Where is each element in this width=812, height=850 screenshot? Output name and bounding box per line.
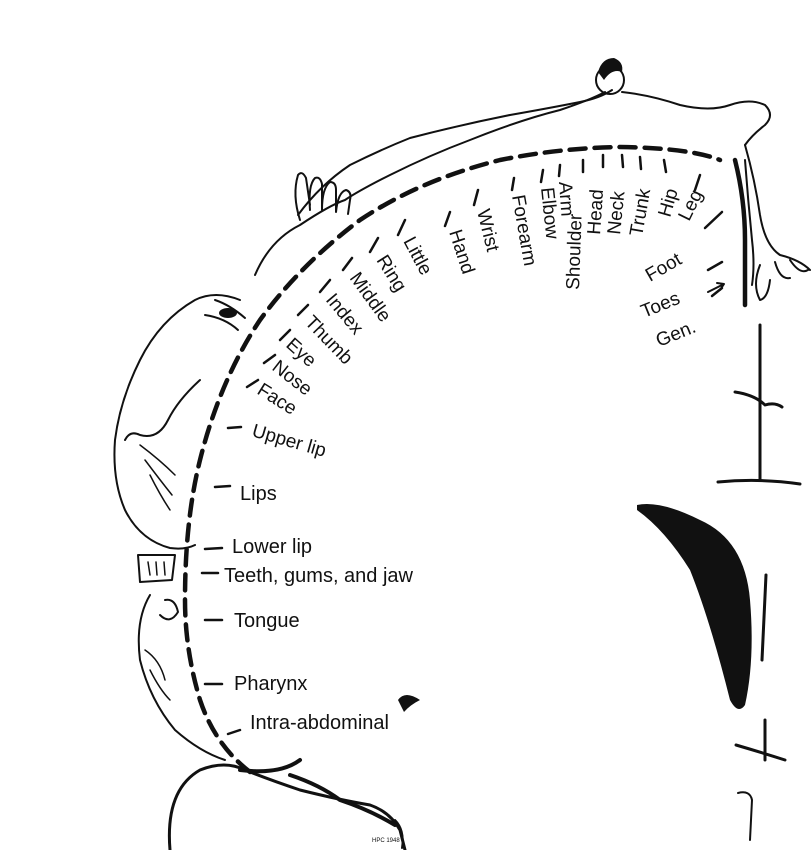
label-lips: Lips (240, 483, 277, 505)
label-wrist: Wrist (472, 207, 503, 254)
jaw-outline (137, 554, 176, 583)
gen-arrow (707, 282, 725, 293)
figure-hair (598, 58, 623, 80)
representation-leg-segment (732, 157, 748, 308)
hand-fingers (294, 172, 352, 221)
ventricle-structure-lower (734, 573, 787, 762)
label-tongue: Tongue (234, 610, 300, 632)
lower-labels: Lips Lower lip Teeth, gums, and jaw Tong… (224, 483, 414, 734)
tick-ring (368, 236, 380, 254)
tick-hip (662, 158, 668, 174)
tick-nose (262, 353, 277, 365)
tick-upper-lip (226, 425, 243, 430)
tick-index (318, 278, 332, 294)
label-toes: Toes (638, 288, 683, 323)
eye-lines (204, 299, 246, 331)
tick-leg (693, 173, 702, 192)
body-lower-outline (254, 91, 606, 276)
label-teeth: Teeth, gums, and jaw (224, 565, 414, 587)
tick-face (245, 378, 260, 389)
tick-forearm (510, 176, 516, 192)
tick-arm (557, 163, 562, 178)
ventricle-structure-upper (716, 323, 802, 486)
homunculus-figure (113, 58, 811, 761)
tick-foot (703, 210, 724, 230)
tick-toes (706, 260, 724, 272)
upper-arc-labels: Little Ring Middle Index Thumb Eye Nose … (250, 181, 708, 462)
tick-intra-abdominal (226, 728, 242, 736)
tick-wrist (472, 188, 480, 207)
toes-outline (755, 259, 809, 301)
label-upper-lip: Upper lip (250, 421, 329, 462)
nose-outline (124, 379, 201, 441)
tick-neck (620, 153, 625, 169)
representation-dashed-arc (182, 144, 723, 775)
brain-edge (394, 819, 404, 849)
leg-outline (744, 144, 811, 286)
tongue-outline (137, 594, 226, 761)
tick-hand (443, 210, 452, 228)
label-head: Head (584, 189, 608, 236)
brain-fold (238, 758, 397, 827)
label-gen: Gen. (653, 317, 699, 352)
label-forearm: Forearm (507, 193, 540, 267)
label-foot: Foot (642, 249, 686, 287)
cortical-representation-band (182, 144, 748, 775)
tick-middle (341, 256, 354, 272)
cortex-structures (167, 323, 802, 850)
tick-lips (213, 484, 232, 489)
label-little: Little (399, 233, 436, 278)
label-neck: Neck (604, 190, 629, 236)
label-trunk: Trunk (626, 187, 655, 238)
teeth-marks (147, 561, 166, 576)
tick-lower-lip (203, 546, 224, 551)
tick-little (396, 218, 407, 237)
eye-shape (219, 308, 237, 318)
pharynx-shading (144, 649, 171, 701)
tongue-tip (159, 598, 179, 621)
face-outline (113, 294, 241, 550)
trunk-outline (621, 91, 771, 146)
tick-trunk (638, 155, 643, 171)
artist-signature: HPC 1948 (372, 838, 400, 844)
lips-shading (139, 444, 176, 511)
tick-eye (278, 328, 292, 342)
lateral-ventricle (637, 504, 752, 709)
tick-elbow (539, 168, 545, 184)
label-shoulder: Shoulder (563, 213, 587, 290)
label-lower-lip: Lower lip (232, 536, 312, 558)
tick-thumb (296, 303, 310, 317)
label-pharynx: Pharynx (234, 673, 307, 695)
label-hand: Hand (444, 227, 478, 277)
brain-lower-contour (167, 763, 407, 850)
ventricle-structure-bottom (737, 791, 753, 841)
label-intra-abdominal: Intra-abdominal (250, 712, 389, 734)
sulcus-mark (398, 695, 420, 712)
label-arm: Arm (554, 181, 577, 217)
arm-outline (297, 89, 613, 216)
